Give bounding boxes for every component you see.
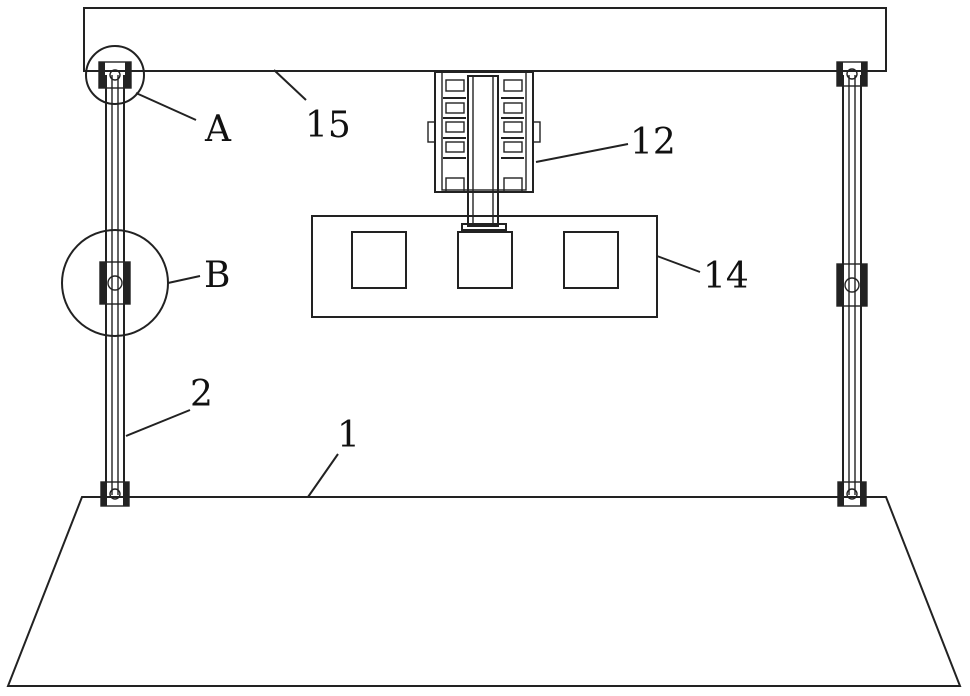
block-window-left: [352, 232, 406, 288]
leader-a: [136, 93, 196, 120]
callout-15: 15: [305, 105, 351, 146]
leader-15: [274, 70, 306, 100]
block-window-center: [458, 232, 512, 288]
callout-1: 1: [337, 415, 360, 456]
left-post: [99, 62, 131, 506]
leader-1: [308, 454, 338, 497]
callout-a: A: [204, 109, 232, 150]
block-window-right: [564, 232, 618, 288]
right-post: [837, 62, 867, 506]
top-beam: [84, 8, 886, 71]
callout-12: 12: [630, 122, 676, 163]
spring-assembly: [428, 72, 540, 230]
detail-circle-b: [62, 230, 168, 336]
leader-2: [126, 410, 190, 436]
callout-14: 14: [703, 256, 749, 297]
callout-2: 2: [190, 374, 213, 415]
base-plate: [8, 497, 960, 686]
hatched-block: [312, 216, 657, 317]
callout-b: B: [204, 255, 230, 296]
leader-b: [168, 276, 200, 283]
detail-circle-a: [86, 46, 144, 104]
leader-14: [657, 256, 700, 272]
leader-12: [536, 144, 628, 162]
